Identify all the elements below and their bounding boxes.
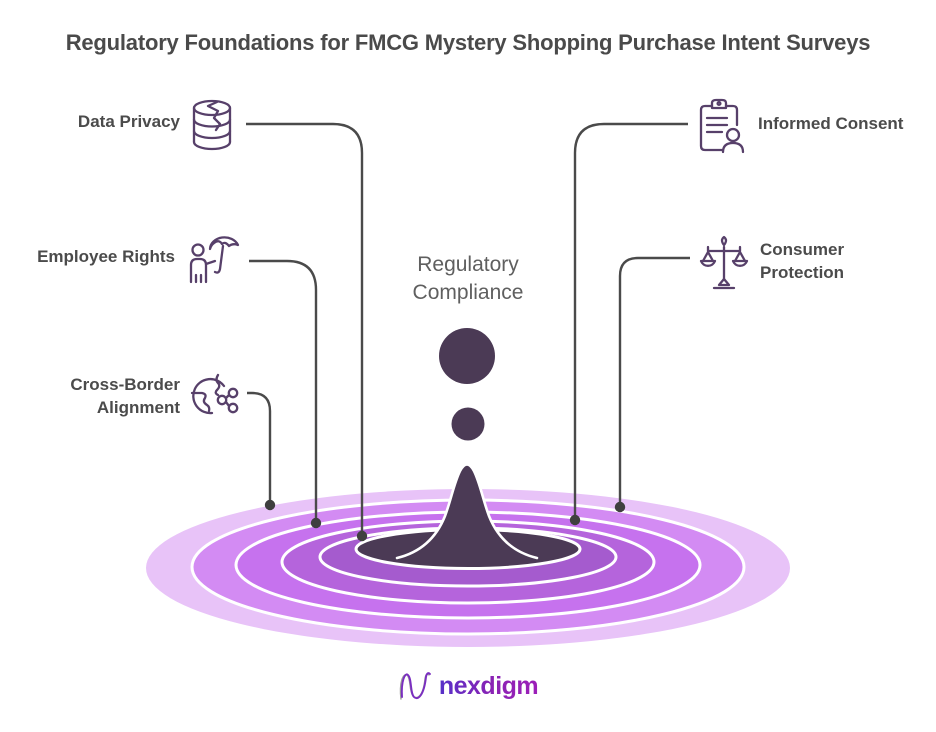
connector-informed-consent [573,122,688,515]
database-icon [192,99,232,151]
connector-lines [246,122,690,531]
brand-logo: nexdigm [0,666,936,706]
label-informed-consent: Informed Consent [758,114,904,133]
nexdigm-logo-icon [399,672,431,700]
falling-drop-large [439,328,495,384]
center-label-line1: Regulatory [417,253,519,276]
nexdigm-logo-wordmark: nexdigm [438,671,539,700]
label-cross-border: Cross-Border Alignment [70,375,180,417]
connector-dots [264,499,626,542]
person-umbrella-icon [189,236,240,284]
falling-drop-small [451,407,485,441]
connector-data-privacy [246,122,364,531]
page-title: Regulatory Foundations for FMCG Mystery … [65,30,871,55]
center-label: Regulatory Compliance [377,251,559,307]
connector-employee-rights [249,259,318,518]
label-employee-rights: Employee Rights [37,247,175,266]
clipboard-person-icon [699,98,745,154]
label-consumer-protection: Consumer Protection [760,240,845,282]
connector-cross-border [247,391,272,500]
scales-icon [699,235,749,290]
connector-consumer-protection [618,256,690,502]
globe-network-icon [190,373,239,415]
label-data-privacy: Data Privacy [77,112,180,131]
splash-droplet [395,328,539,565]
center-label-line2: Compliance [412,281,524,304]
